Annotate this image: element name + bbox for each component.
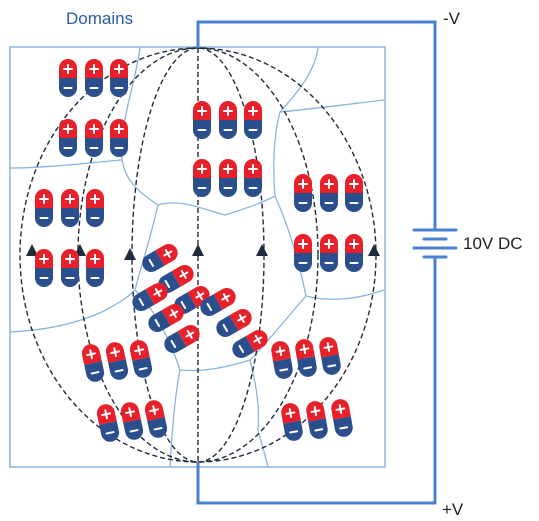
dipole: [58, 58, 78, 98]
domain-left-middle: [34, 188, 105, 288]
domain-bottom-right: [268, 334, 356, 444]
dipole: [344, 233, 364, 273]
negative-terminal-label: -V: [443, 9, 460, 28]
domain-bottom-left: [79, 337, 170, 445]
arrow-up-icon: [26, 244, 38, 256]
dipole: [243, 158, 263, 198]
dipole: [142, 397, 170, 441]
positive-terminal-label: +V: [442, 500, 464, 519]
dipole: [328, 396, 356, 440]
arrow-up-icon: [256, 244, 268, 256]
dipole: [303, 398, 331, 442]
domain-right-middle: [293, 173, 364, 273]
dipole: [192, 100, 212, 140]
dipole: [118, 399, 146, 443]
dipole: [293, 173, 313, 213]
arrow-up-icon: [192, 244, 204, 256]
dipole: [218, 100, 238, 140]
dipole: [218, 158, 238, 198]
field-arrows: [26, 244, 380, 260]
dipole: [84, 58, 104, 98]
dipole: [316, 334, 344, 378]
dipole: [268, 338, 296, 382]
dipole: [243, 100, 263, 140]
dipole: [85, 188, 105, 228]
domain-top-center: [192, 100, 263, 198]
dipole: [60, 248, 80, 288]
dipole: [60, 188, 80, 228]
domain-center-tilted: [128, 239, 272, 363]
dipole: [109, 118, 129, 158]
domain-boundaries: [9, 47, 385, 468]
dipole: [79, 341, 107, 385]
domains-label: Domains: [66, 9, 134, 28]
domain-top-left: [58, 58, 129, 158]
dipole: [344, 173, 364, 213]
arrow-up-icon: [124, 248, 136, 260]
dipole: [127, 337, 155, 381]
dipole: [84, 118, 104, 158]
arrow-up-icon: [368, 244, 380, 256]
dipole: [58, 118, 78, 158]
dipole: [103, 339, 131, 383]
battery-icon: [412, 228, 458, 259]
dipole: [34, 188, 54, 228]
dipole: [85, 248, 105, 288]
dipole: [34, 248, 54, 288]
dipole: [192, 158, 212, 198]
dipole: [293, 233, 313, 273]
dipole: [292, 336, 320, 380]
dipole: [319, 173, 339, 213]
circuit-wire: [196, 20, 437, 505]
dipole: [109, 58, 129, 98]
battery-voltage-label: 10V DC: [463, 234, 523, 253]
dipole: [319, 233, 339, 273]
